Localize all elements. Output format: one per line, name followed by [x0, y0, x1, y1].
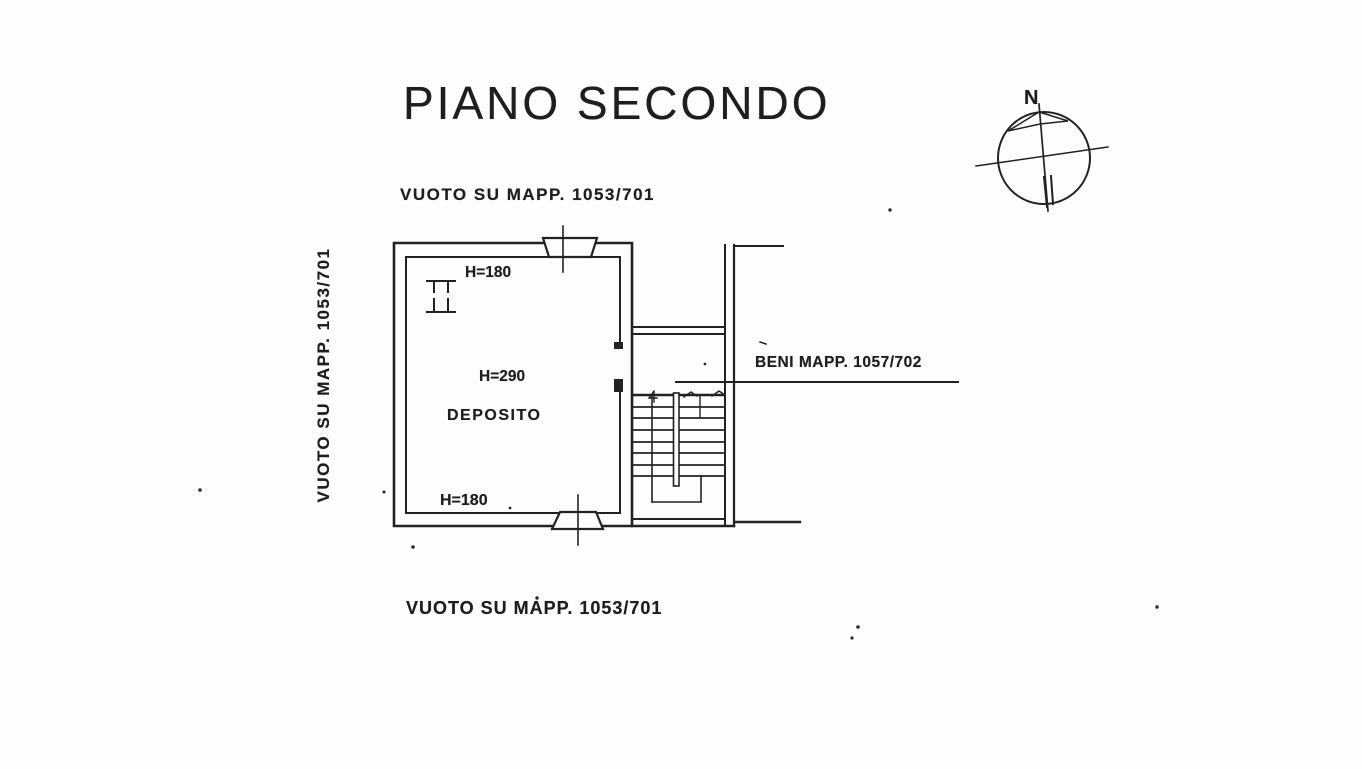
door-jamb-top: [614, 342, 623, 349]
map-label-top: VUOTO SU MAPP. 1053/701: [400, 185, 655, 204]
page-title: PIANO SECONDO: [403, 77, 831, 129]
map-label-bottom: VUOTO SU MAPP. 1053/701: [406, 598, 663, 618]
stair-direction-arrows: [682, 390, 727, 399]
compass-rose: [975, 103, 1109, 212]
compass-north-arrow: [1007, 111, 1069, 132]
compass-north-label: N: [1024, 87, 1039, 109]
map-label-beni: BENI MAPP. 1057/702: [755, 354, 922, 371]
stair-number-mark: [647, 390, 658, 403]
scan-specks: [198, 208, 1159, 640]
skylight-symbol-top: [541, 236, 599, 259]
landing-outline: [651, 475, 702, 503]
flue-symbol: [426, 280, 456, 313]
compass-cross-line: [975, 146, 1109, 167]
room-name-label: DEPOSITO: [447, 407, 542, 424]
height-label-top: H=180: [465, 264, 512, 281]
height-label-center: H=290: [479, 368, 526, 385]
scan-dash-mark: [759, 341, 767, 345]
compass-tail-tick-1: [1042, 175, 1049, 209]
compass-tail-tick-2: [1049, 174, 1055, 206]
door-jamb-bottom: [614, 379, 623, 392]
door-opening-gap: [615, 349, 625, 379]
map-label-left: VUOTO SU MAPP. 1053/701: [314, 247, 333, 503]
height-label-bottom: H=180: [440, 492, 488, 509]
stair-rail: [672, 392, 680, 487]
compass-circle: [997, 111, 1091, 205]
